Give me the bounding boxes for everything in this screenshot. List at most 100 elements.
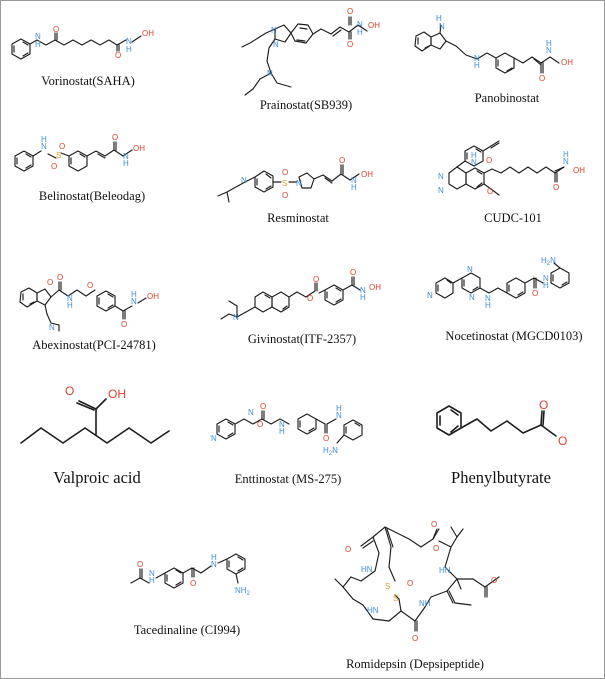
sulfur-atom: S	[56, 151, 61, 160]
prainostat-structure: N N N O O N H OH	[241, 7, 380, 96]
nitrogen-atom: N	[336, 411, 342, 420]
oxygen-atom: O	[260, 402, 266, 411]
oxygen-atom: O	[57, 273, 63, 282]
oxygen-atom: O	[137, 560, 143, 569]
nitrogen-atom: N	[35, 32, 41, 41]
nitrogen-atom: N	[149, 569, 155, 578]
amide-nh: HN	[361, 565, 373, 574]
nitrogen-atom: N	[546, 46, 552, 55]
compound-name: Givinostat(ITF-2357)	[247, 332, 357, 346]
panobinostat-structure: H N N H O N H OH	[414, 14, 573, 83]
hydrogen-atom: H	[485, 301, 491, 310]
abexinostat-structure: O N O N H O O N H OH	[19, 273, 159, 332]
amide-nh: HN	[439, 566, 451, 575]
hydrogen-atom: H	[149, 576, 155, 585]
hydroxyl-group: OH	[133, 144, 145, 153]
nitrogen-atom: N	[273, 40, 279, 49]
givinostat-structure: N O O O N H OH	[220, 268, 381, 322]
oxygen-atom: O	[47, 278, 53, 287]
nitrogen-atom: N	[49, 323, 55, 332]
amine-group: NH2	[235, 586, 251, 597]
compound-name: Enttinostat (MS-275)	[234, 472, 342, 486]
nitrogen-atom: N	[438, 172, 444, 181]
oxygen-atom: O	[190, 579, 196, 588]
sulfur-atom: S	[393, 594, 398, 603]
nitrogen-atom: N	[439, 22, 445, 31]
oxygen-atom: O	[282, 168, 288, 177]
hydrogen-atom: H	[357, 28, 363, 37]
nitrogen-atom: N	[467, 265, 473, 274]
nitrogen-atom: N	[360, 286, 366, 295]
belinostat-structure: N H S O O O N H OH	[14, 133, 145, 172]
hydrogen-atom: H	[123, 159, 129, 168]
oxygen-atom: O	[339, 156, 345, 165]
oxygen-atom: O	[121, 320, 127, 329]
oxygen-atom: O	[51, 162, 57, 171]
hydrogen-atom: H	[279, 427, 285, 436]
nitrogen-atom: N	[131, 297, 137, 306]
nitrogen-atom: N	[427, 291, 433, 300]
oxygen-atom: O	[539, 74, 545, 83]
nitrogen-atom: N	[474, 54, 480, 63]
oxygen-atom: O	[282, 191, 288, 200]
compound-name: Romidepsin (Depsipeptide)	[346, 657, 484, 671]
nitrogen-atom: N	[296, 179, 302, 188]
tacedinaline-structure: O N H O N H NH2	[130, 553, 251, 597]
compound-name: Tacedinaline (CI994)	[133, 623, 241, 637]
hydrogen-atom: H	[336, 404, 342, 413]
nitrogen-atom: N	[279, 420, 285, 429]
hydrogen-atom: H	[563, 150, 569, 159]
nitrogen-atom: N	[123, 152, 129, 161]
amine-group: H2N	[323, 446, 338, 457]
sulfur-atom: S	[282, 179, 287, 188]
nitrogen-atom: N	[471, 158, 477, 167]
nitrogen-atom: N	[67, 294, 73, 303]
amide-nh: HN	[367, 606, 379, 615]
oxygen-atom: O	[486, 156, 492, 165]
compound-name: Prainostat(SB939)	[259, 98, 353, 112]
hydrogen-atom: H	[131, 290, 137, 299]
oxygen-atom: O	[553, 183, 559, 192]
nocetinostat-structure: N N N N H O N H H2N	[427, 256, 570, 310]
oxygen-atom: O	[407, 579, 413, 588]
phenylbutyrate-structure: O O	[436, 398, 567, 448]
oxygen-atom: O	[313, 275, 319, 284]
hydrogen-atom: H	[67, 301, 73, 310]
oxygen-atom: O	[53, 25, 59, 34]
oxygen-atom: O	[345, 545, 351, 554]
oxygen-atom: O	[257, 420, 263, 429]
nitrogen-atom: N	[438, 186, 444, 195]
hydrogen-atom: H	[35, 40, 41, 49]
oxygen-atom: O	[532, 289, 538, 298]
oxygen-atom: O	[350, 268, 356, 277]
resminostat-structure: N S O O N O N H OH	[217, 156, 373, 203]
valproic-acid-structure: O OH	[20, 384, 170, 444]
nitrogen-atom: N	[271, 26, 277, 35]
hydroxyl-group: OH	[142, 29, 154, 38]
oxygen-atom: O	[539, 398, 548, 412]
compound-name: Vorinostat(SAHA)	[41, 74, 135, 88]
oxygen-atom: O	[491, 576, 497, 585]
oxygen-atom: O	[347, 40, 353, 49]
oxygen-atom: O	[433, 544, 439, 553]
oxygen-atom: O	[323, 434, 329, 443]
compound-name: Belinostat(Beleodag)	[38, 189, 146, 203]
oxygen-atom: O	[112, 133, 118, 142]
hydrogen-atom: H	[436, 14, 442, 23]
nitrogen-atom: N	[357, 20, 363, 29]
oxygen-atom: O	[307, 294, 313, 303]
hydrogen-atom: H	[360, 293, 366, 302]
hydroxyl-group: OH	[369, 283, 381, 292]
nitrogen-atom: N	[41, 142, 47, 151]
hydrogen-atom: H	[126, 45, 132, 54]
nitrogen-atom: N	[211, 434, 217, 443]
oxygen-atom: O	[412, 634, 418, 643]
sulfur-atom: S	[385, 582, 390, 591]
nitrogen-atom: N	[351, 176, 357, 185]
hydrogen-atom: H	[211, 553, 217, 562]
cudc101-structure: N H N N O O O N H OH	[438, 140, 585, 196]
nitrogen-atom: N	[211, 560, 217, 569]
hydrogen-atom: H	[351, 183, 357, 192]
